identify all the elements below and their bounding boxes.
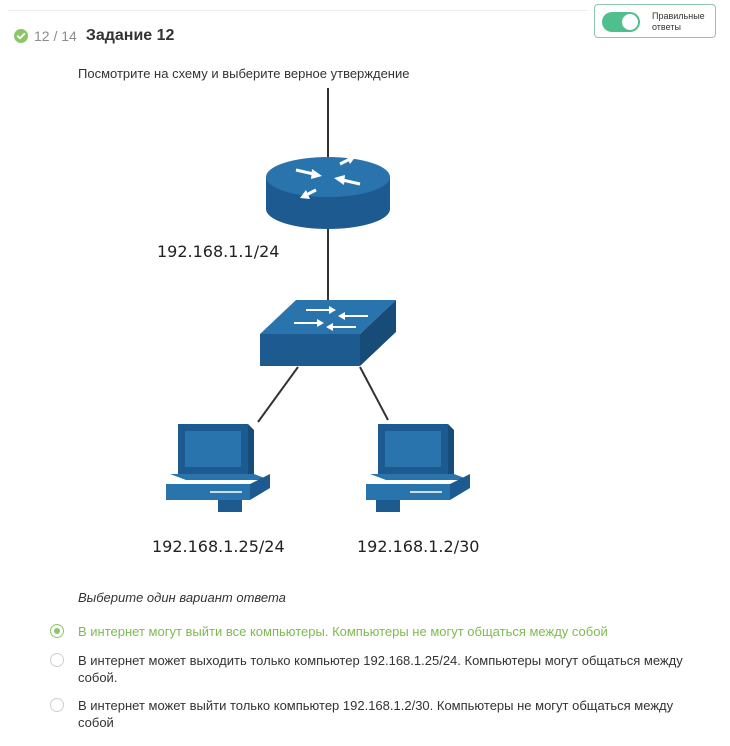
- answer-option-text: В интернет может выйти только компьютер …: [78, 698, 674, 730]
- toggle-knob: [622, 14, 638, 30]
- radio-button[interactable]: [50, 698, 64, 712]
- radio-button[interactable]: [50, 624, 64, 638]
- router-ip-label: 192.168.1.1/24: [157, 242, 280, 261]
- answer-option-text: В интернет может выходить только компьют…: [78, 653, 683, 685]
- answer-option-1[interactable]: В интернет могут выйти все компьютеры. К…: [50, 623, 710, 640]
- toggle-label: Правильные ответы: [652, 11, 705, 32]
- network-diagram: 192.168.1.1/24 192.168.1.25/24 192.168.1…: [70, 82, 560, 584]
- question-text: Посмотрите на схему и выберите верное ут…: [78, 66, 410, 81]
- task-header: 12 / 14 Задание 12: [14, 26, 174, 46]
- switch-pc2-cable: [359, 366, 389, 421]
- answer-hint: Выберите один вариант ответа: [78, 590, 286, 605]
- toggle-switch[interactable]: [602, 12, 640, 32]
- switch-icon: [260, 300, 396, 366]
- pc-right-icon: [366, 424, 470, 512]
- correct-answers-toggle[interactable]: Правильные ответы: [594, 4, 716, 38]
- router-icon: [266, 155, 390, 229]
- check-circle-icon: [14, 29, 28, 43]
- answer-option-3[interactable]: В интернет может выйти только компьютер …: [50, 697, 710, 731]
- answer-option-2[interactable]: В интернет может выходить только компьют…: [50, 652, 710, 686]
- top-divider: [8, 10, 588, 11]
- switch-pc1-cable: [257, 366, 299, 423]
- radio-button[interactable]: [50, 653, 64, 667]
- pc1-ip-label: 192.168.1.25/24: [152, 537, 285, 556]
- pc-left-icon: [166, 424, 270, 512]
- answer-option-text: В интернет могут выйти все компьютеры. К…: [78, 624, 608, 639]
- pc2-ip-label: 192.168.1.2/30: [357, 537, 480, 556]
- task-title: Задание 12: [85, 27, 175, 44]
- task-counter: 12 / 14: [34, 28, 77, 44]
